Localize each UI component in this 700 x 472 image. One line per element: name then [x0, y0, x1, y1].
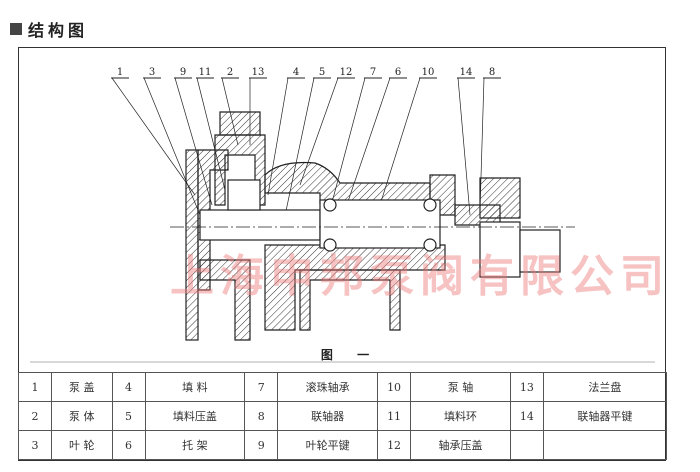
part-number: 11 — [377, 401, 412, 431]
part-number: 4 — [111, 372, 146, 402]
part-number: 7 — [244, 372, 279, 402]
callout-7: 7 — [370, 67, 376, 78]
part-number: 10 — [377, 372, 412, 402]
square-bullet-icon — [10, 23, 22, 35]
callout-6: 6 — [395, 67, 401, 78]
part-name: 轴承压盖 — [410, 430, 511, 460]
part-name: 泵 轴 — [410, 372, 511, 402]
callout-11: 11 — [199, 67, 212, 78]
part-number — [509, 430, 544, 460]
part-name: 填料环 — [410, 401, 511, 431]
figure-frame — [18, 47, 666, 461]
part-name: 叶轮平键 — [277, 430, 379, 460]
part-name: 叶 轮 — [51, 430, 113, 460]
section-title: 结构图 — [28, 21, 89, 40]
part-number: 8 — [244, 401, 279, 431]
callout-3: 3 — [149, 67, 155, 78]
part-number: 6 — [111, 430, 146, 460]
leader-line — [457, 77, 471, 216]
callout-10: 10 — [422, 67, 435, 78]
part-name: 泵 盖 — [51, 372, 113, 402]
part-number: 12 — [377, 430, 412, 460]
part-name — [542, 430, 668, 460]
callout-1: 1 — [117, 67, 123, 78]
part-number: 2 — [18, 401, 52, 431]
part-number: 13 — [509, 372, 544, 402]
leader-line — [111, 77, 196, 196]
part-name: 滚珠轴承 — [277, 372, 379, 402]
part-number: 1 — [18, 372, 52, 402]
part-name: 联轴器 — [277, 401, 379, 431]
part-number: 3 — [18, 430, 52, 460]
part-name: 托 架 — [144, 430, 246, 460]
part-name: 填 料 — [144, 372, 246, 402]
part-name: 法兰盘 — [542, 372, 668, 402]
callout-8: 8 — [489, 67, 495, 78]
callout-14: 14 — [460, 67, 473, 78]
part-name: 联轴器平键 — [542, 401, 668, 431]
watermark: 上海申邦泵阀有限公司 — [170, 251, 670, 302]
part-number: 9 — [244, 430, 279, 460]
part-name: 泵 体 — [51, 401, 113, 431]
callout-4: 4 — [293, 67, 299, 78]
callout-5: 5 — [319, 67, 325, 78]
shaft-parts — [199, 179, 561, 278]
callout-12: 12 — [340, 67, 353, 78]
pump-body — [185, 111, 521, 341]
leader-line — [281, 77, 315, 231]
callout-2: 2 — [227, 67, 233, 78]
part-name: 填料压盖 — [144, 401, 246, 431]
callout-13: 13 — [252, 67, 265, 78]
part-number: 5 — [111, 401, 146, 431]
section-header: 结构图 — [10, 17, 88, 41]
part-number: 14 — [509, 401, 544, 431]
figure-caption: 图 一 — [320, 348, 380, 362]
callout-9: 9 — [180, 67, 186, 78]
